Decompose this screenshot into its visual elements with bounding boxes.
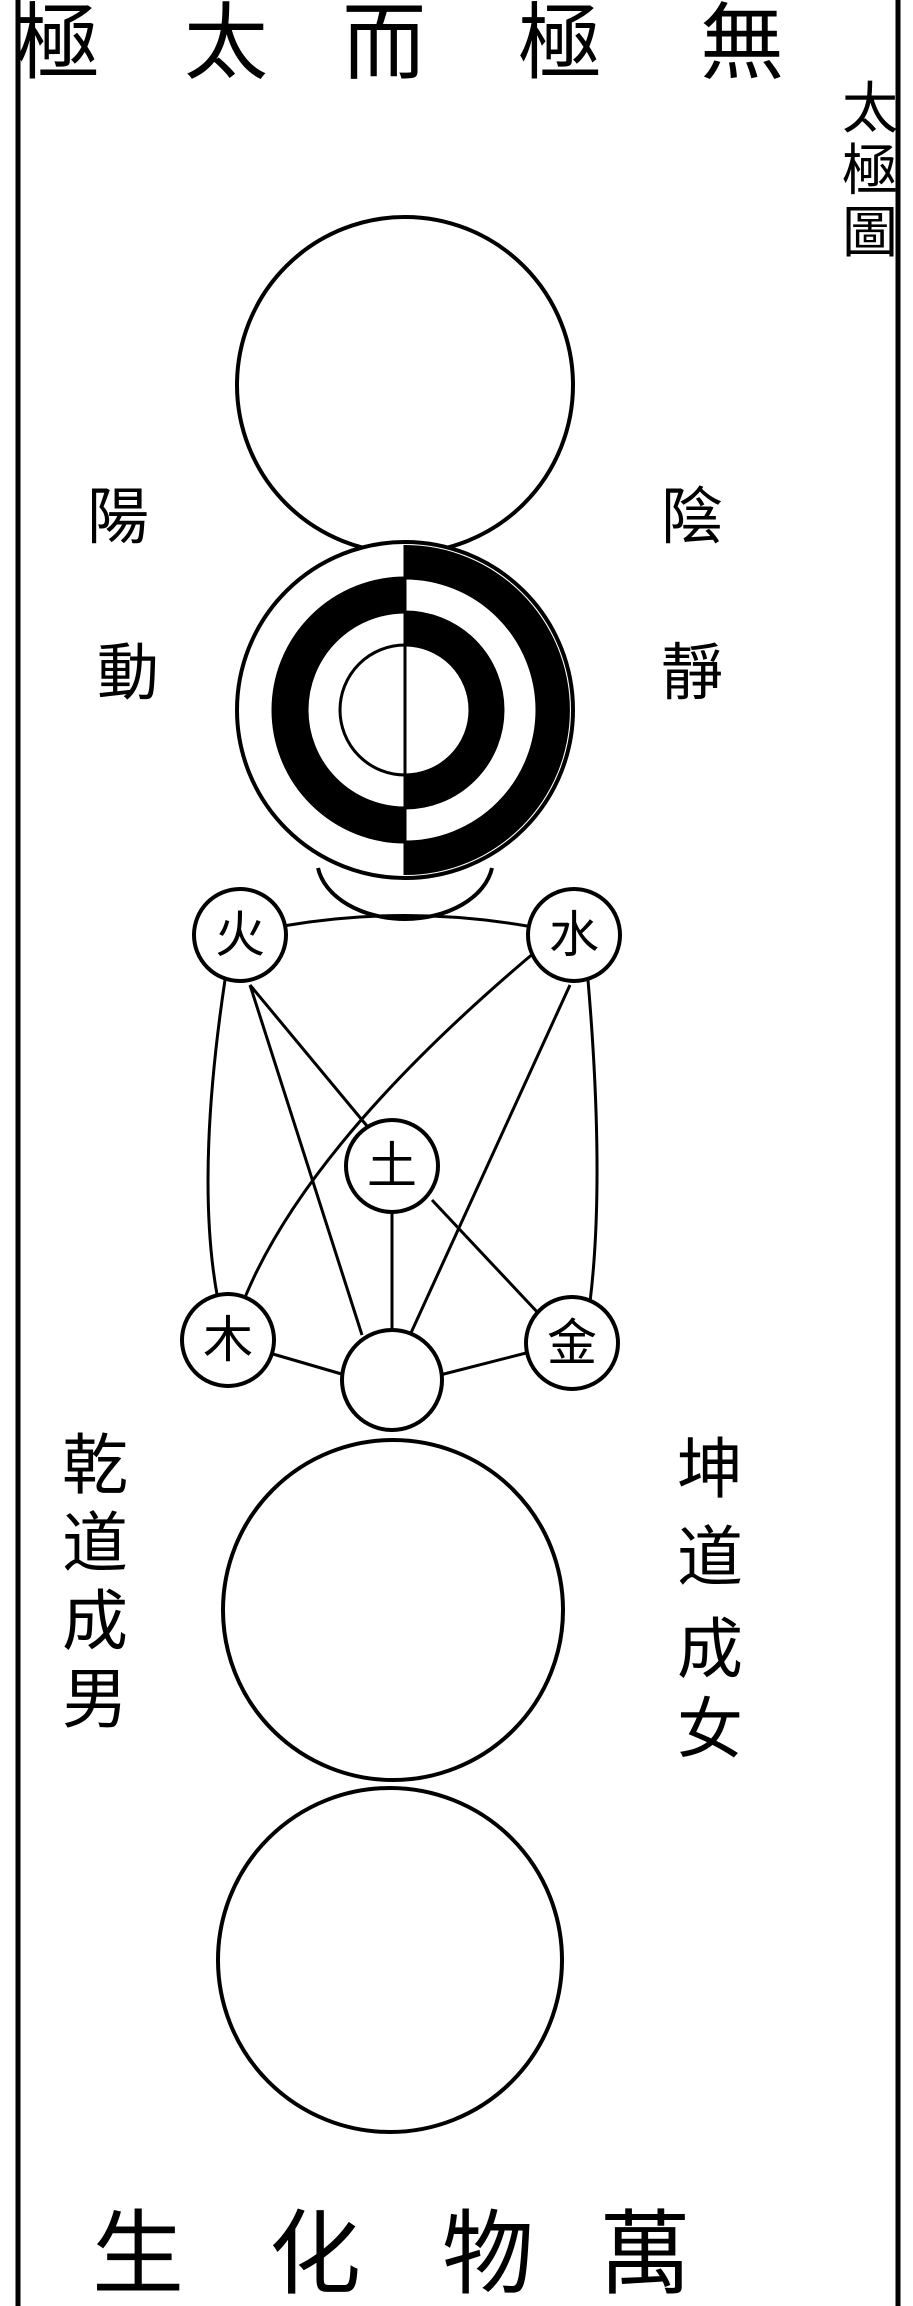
qian-label-char-4: 男	[62, 1661, 128, 1738]
frame	[18, 0, 898, 2306]
kun-label-char-3: 成	[677, 1611, 743, 1688]
kun-label: 坤 道 成 女	[677, 1431, 743, 1768]
earth-label: 土	[367, 1137, 417, 1195]
line-fire-earth	[250, 985, 372, 1132]
side-label: 太 極 圖	[842, 77, 898, 266]
yin-label-char-2: 靜	[661, 636, 723, 709]
line-fire-wood	[208, 980, 225, 1300]
water-label: 水	[549, 906, 599, 964]
wuji-circle	[237, 217, 573, 553]
line-wood-center	[266, 1352, 345, 1375]
line-water-metal	[588, 980, 597, 1302]
myriad-things-circle	[218, 1788, 562, 2132]
qian-label: 乾 道 成 男	[62, 1427, 128, 1738]
yin-label-char-1: 陰	[661, 480, 723, 553]
bottom-char-4: 萬	[599, 2201, 691, 2306]
title-char-4: 極	[518, 0, 602, 92]
five-phases-nodes: 火 水 土 木 金	[182, 889, 620, 1430]
side-label-char-1: 太	[842, 77, 898, 142]
title-row: 極 太 而 極 無	[16, 0, 784, 92]
yang-label: 陽 動	[87, 480, 159, 709]
title-char-3: 而	[342, 0, 426, 92]
metal-label: 金	[547, 1314, 597, 1372]
fire-label: 火	[215, 906, 265, 964]
title-char-5: 無	[700, 0, 784, 92]
side-label-char-3: 圖	[842, 201, 898, 266]
qian-label-char-2: 道	[62, 1505, 128, 1582]
bottom-row: 生 化 物 萬	[92, 2201, 691, 2306]
title-char-2: 太	[184, 0, 268, 92]
qian-label-char-1: 乾	[62, 1427, 128, 1504]
wood-label: 木	[203, 1311, 253, 1369]
side-label-char-2: 極	[842, 139, 898, 204]
kun-label-char-1: 坤	[677, 1431, 743, 1508]
yang-label-char-1: 陽	[87, 480, 149, 553]
yang-label-char-2: 動	[97, 636, 159, 709]
kun-label-char-2: 道	[677, 1519, 743, 1596]
title-char-1: 極	[16, 0, 100, 92]
qian-kun-circle	[223, 1440, 563, 1780]
yin-yang-circle	[237, 542, 573, 878]
line-earth-metal	[432, 1200, 540, 1315]
bottom-char-2: 化	[269, 2201, 361, 2306]
bottom-char-3: 物	[442, 2201, 534, 2306]
kun-label-char-4: 女	[677, 1691, 743, 1768]
bottom-char-1: 生	[92, 2201, 184, 2306]
yin-label: 陰 靜	[661, 480, 723, 709]
qian-label-char-3: 成	[62, 1583, 128, 1660]
line-metal-center	[440, 1352, 530, 1375]
center-node	[342, 1330, 442, 1430]
